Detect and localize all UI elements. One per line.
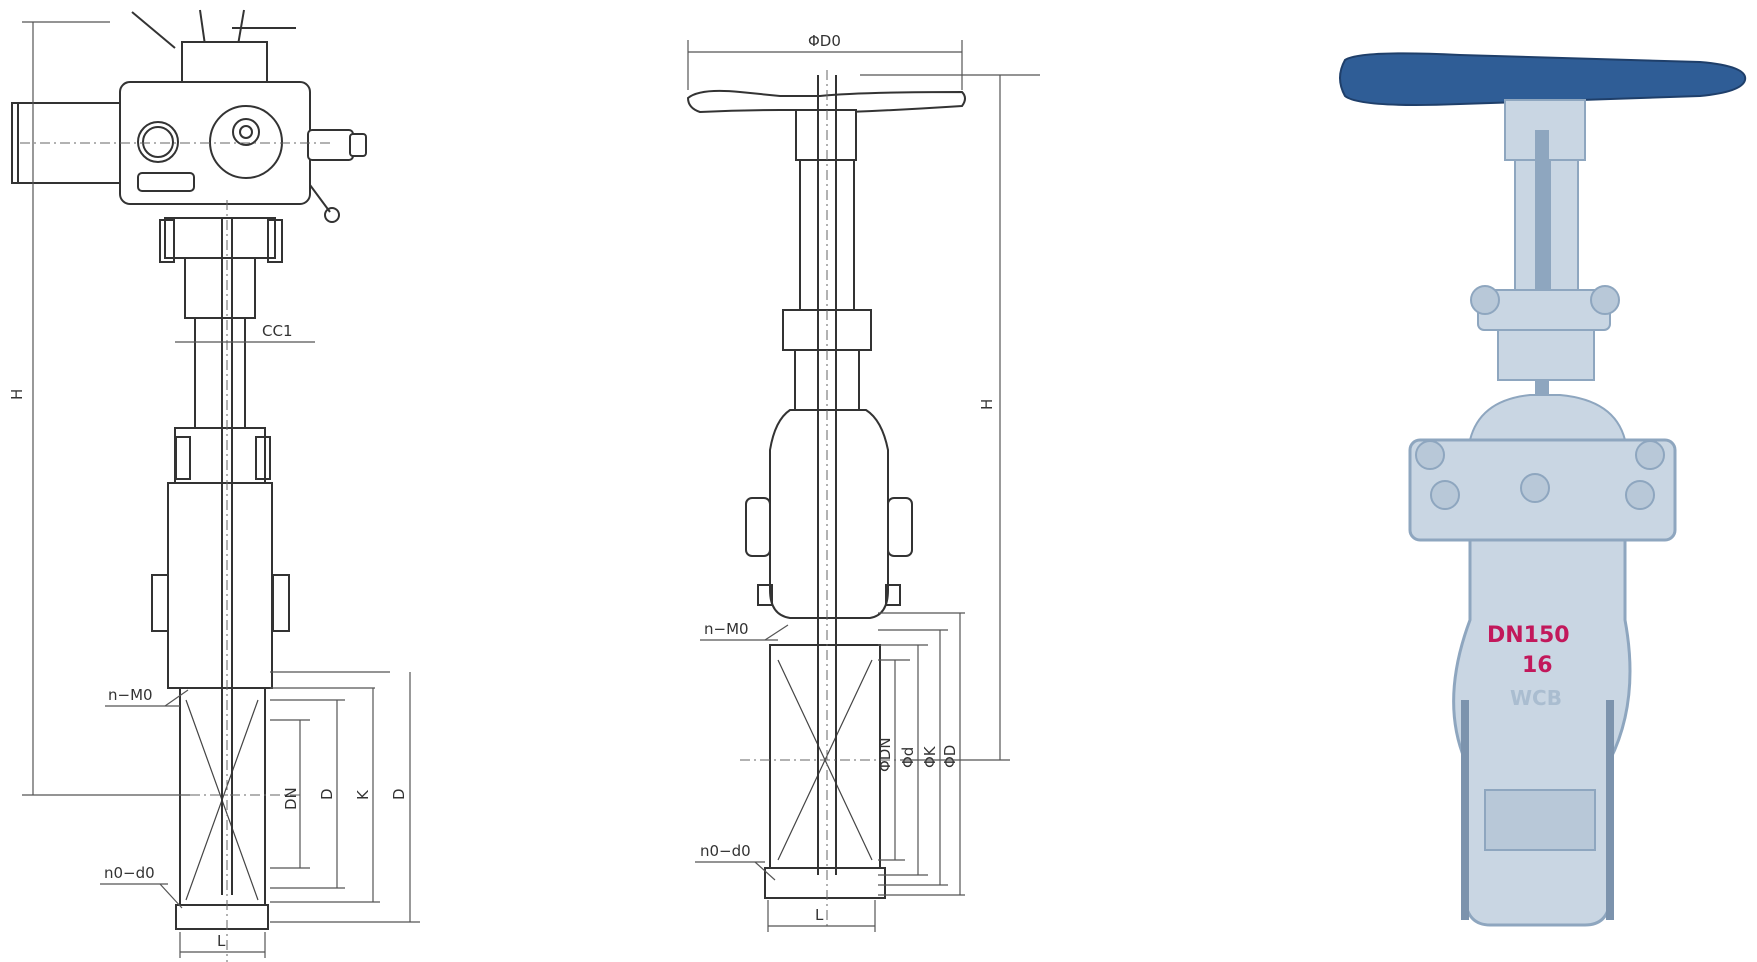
manual-phi-k-label: ΦK [921,745,939,768]
gate-valve-photo: DN150 16 WCB [1339,52,1747,927]
electric-d-inner-label: D [318,788,336,800]
manual-l-label: L [815,906,824,924]
manual-gate-valve-drawing: ΦD0 H n−M0 ΦDN Φd ΦK ΦD n0−d0 L [686,32,1040,932]
photo-marking-pressure: 16 [1522,653,1553,678]
electric-h-label: H [8,389,26,400]
photo-marking-material: WCB [1510,686,1562,710]
manual-phi-d-small-label: Φd [899,747,917,768]
electric-cc1-label: CC1 [262,322,293,340]
electric-n-m0-label: n−M0 [108,686,153,704]
handwheel-icon [1339,52,1747,106]
manual-n-m0-label: n−M0 [704,620,749,638]
manual-phi-d0-label: ΦD0 [808,32,841,50]
manual-phi-dn-label: ΦDN [876,737,894,772]
manual-h-label: H [978,399,996,410]
electric-l-label: L [217,932,226,950]
electric-gate-valve-drawing: H CC1 n−M0 DN D K D n0−d0 L [8,9,420,962]
electric-dn-label: DN [282,787,300,810]
photo-marking-size: DN150 [1487,623,1570,648]
electric-n0-d0-label: n0−d0 [104,864,155,882]
manual-n0-d0-label: n0−d0 [700,842,751,860]
electric-k-label: K [354,789,372,800]
electric-d-outer-label: D [390,788,408,800]
manual-phi-d-large-label: ΦD [941,745,959,768]
